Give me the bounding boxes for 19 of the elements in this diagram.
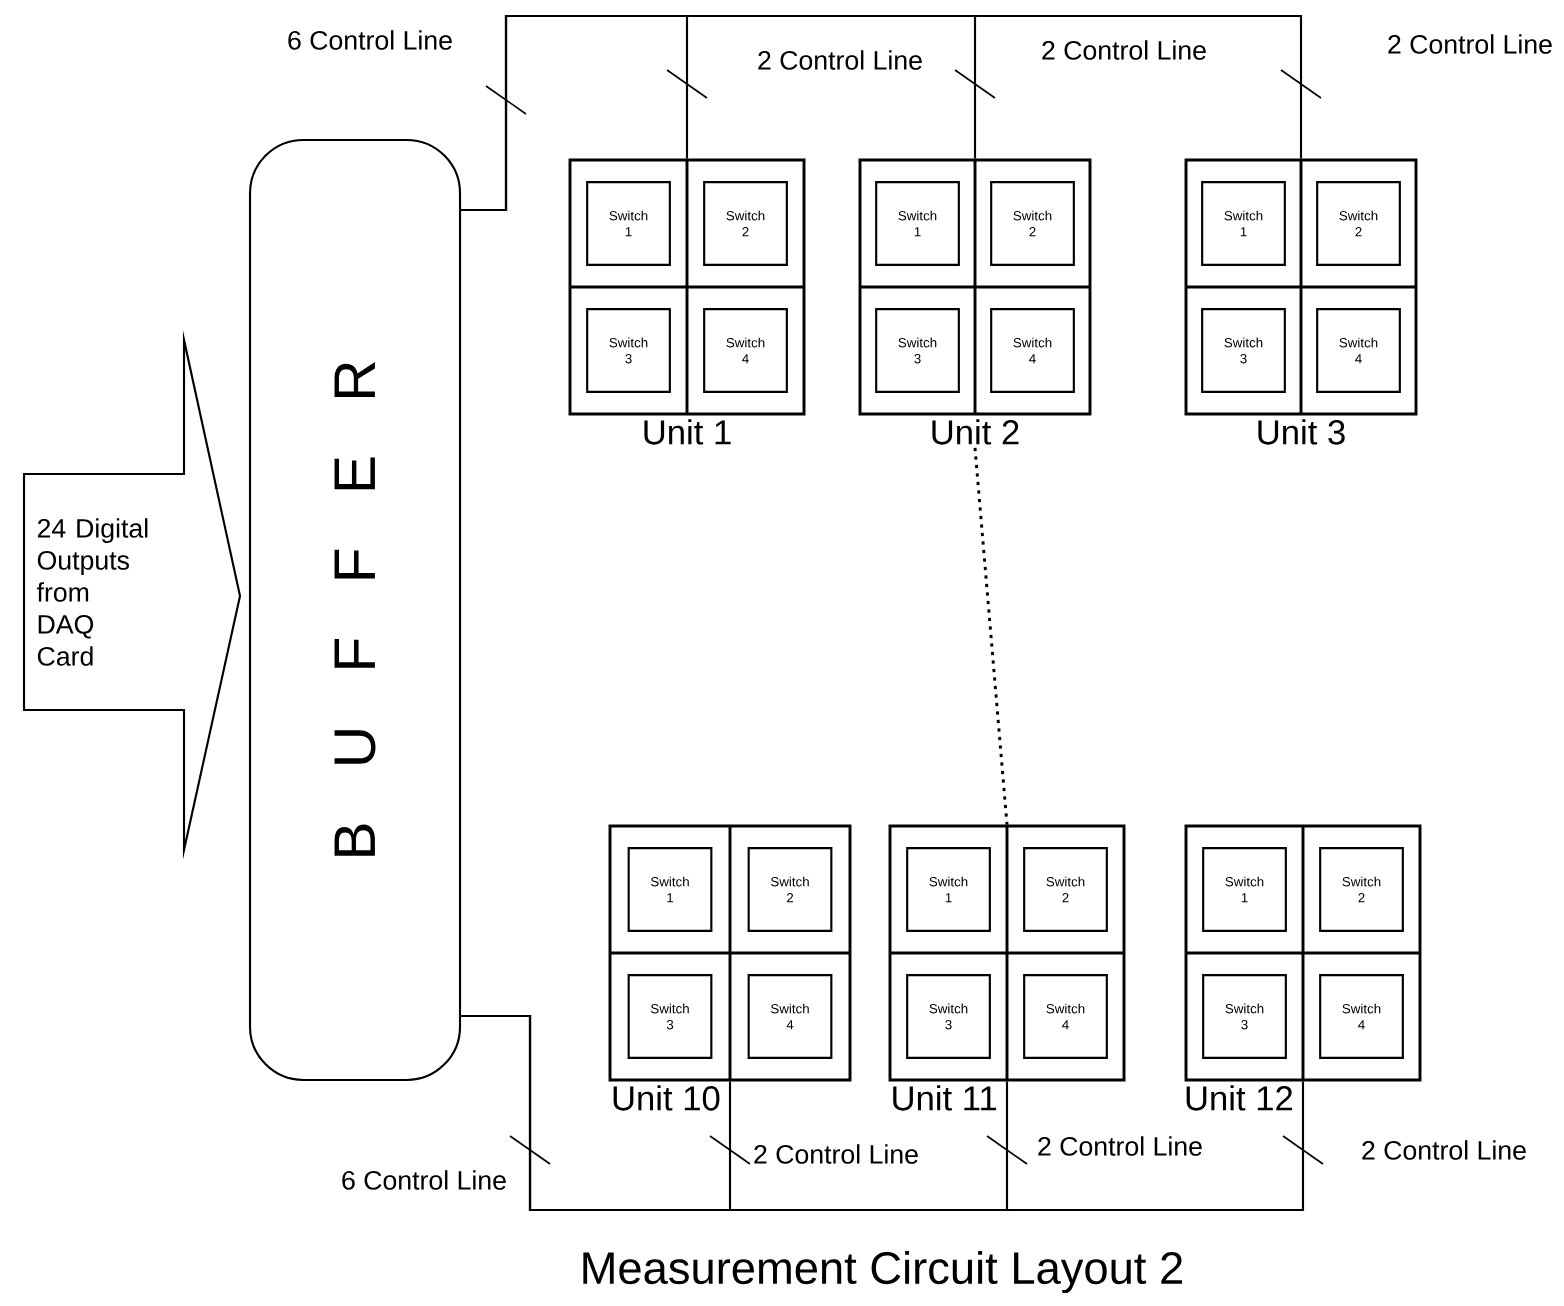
connector-line <box>461 1014 1305 1212</box>
connector-line <box>461 14 1303 212</box>
connector-line <box>973 447 1009 825</box>
buffer-box: B U F F E R <box>248 138 462 1082</box>
edge-label: 2 Control Line <box>750 1141 922 1167</box>
line-label: 6 Control Line <box>342 1170 506 1190</box>
unit-label: Unit 3 <box>1258 419 1345 445</box>
unit-label: Unit 2 <box>932 419 1019 445</box>
unit-label: Unit 10 <box>613 1085 720 1111</box>
caption: Measurement Circuit Layout 2 <box>583 1250 1182 1294</box>
edge-label: 2 Control Line <box>1358 1137 1530 1163</box>
unit-label: Unit 12 <box>1186 1085 1292 1111</box>
edge-label: 2 Control Line <box>754 47 926 73</box>
edge-label: 2 Control Line <box>1038 37 1210 63</box>
unit-label: Unit 1 <box>644 419 731 445</box>
edge-label: 2 Control Line <box>1034 1133 1206 1159</box>
edge-label: 2 Control Line <box>1384 31 1556 57</box>
unit-label: Unit 11 <box>893 1085 997 1111</box>
line-label: 6 Control Line <box>288 30 452 50</box>
